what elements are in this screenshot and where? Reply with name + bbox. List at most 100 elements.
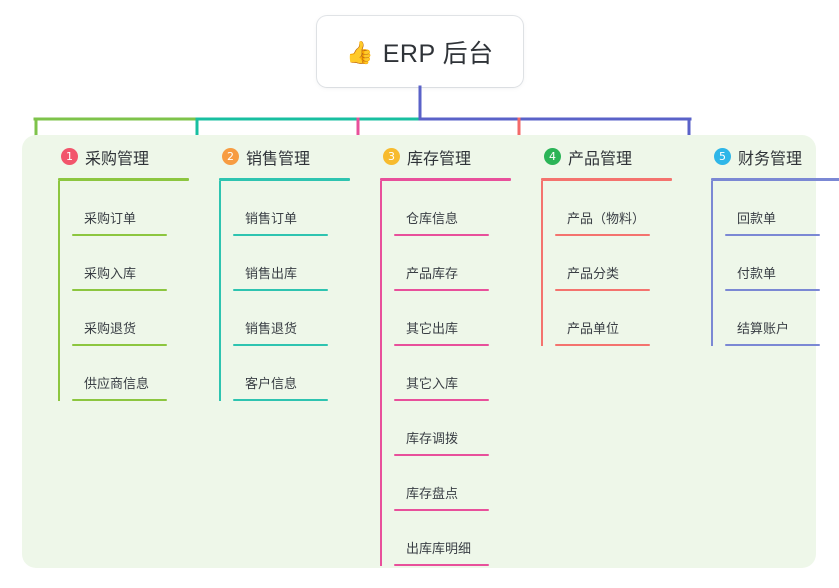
branch-item-rule xyxy=(555,344,650,346)
branch-item-rule xyxy=(233,399,328,401)
branch-item-label: 采购订单 xyxy=(84,211,137,226)
item-connector-stem xyxy=(380,511,382,566)
item-connector-stem xyxy=(711,181,713,236)
branch-item-rule xyxy=(233,234,328,236)
branch-item[interactable]: 产品（物料） xyxy=(527,181,687,236)
branch-item-rule xyxy=(72,289,167,291)
branch-item-rule xyxy=(725,234,820,236)
branch-item-label: 出库库明细 xyxy=(406,541,472,556)
branch-column-2: 2 销售管理销售订单销售出库销售退货客户信息 xyxy=(205,135,365,401)
branch-title: 库存管理 xyxy=(407,150,472,168)
branch-item-label: 回款单 xyxy=(737,211,777,226)
branch-header-rule xyxy=(219,178,350,181)
branch-item[interactable]: 库存盘点 xyxy=(366,456,526,511)
branch-item-label: 销售出库 xyxy=(245,266,298,281)
branch-item[interactable]: 出库库明细 xyxy=(366,511,526,566)
branch-item-rule xyxy=(233,344,328,346)
branch-item[interactable]: 付款单 xyxy=(697,236,839,291)
branch-item-label: 采购退货 xyxy=(84,321,137,336)
branch-column-5: 5 财务管理回款单付款单结算账户 xyxy=(697,135,839,346)
branch-item-label: 库存盘点 xyxy=(406,486,459,501)
branch-item-list: 采购订单采购入库采购退货供应商信息 xyxy=(44,181,204,401)
item-connector-stem xyxy=(219,236,221,291)
branch-item-rule xyxy=(394,234,489,236)
item-connector-stem xyxy=(380,181,382,236)
branch-number-badge: 5 xyxy=(714,148,731,165)
branch-item-rule xyxy=(72,234,167,236)
item-connector-stem xyxy=(219,181,221,236)
branch-item-rule xyxy=(725,344,820,346)
root-node-card[interactable]: 👍 ERP 后台 xyxy=(317,16,523,87)
item-connector-stem xyxy=(711,291,713,346)
branch-number-badge: 2 xyxy=(222,148,239,165)
branch-item-label: 库存调拨 xyxy=(406,431,459,446)
item-connector-stem xyxy=(58,181,60,236)
branch-item[interactable]: 采购入库 xyxy=(44,236,204,291)
branch-item-label: 付款单 xyxy=(737,266,777,281)
branch-item-rule xyxy=(72,399,167,401)
branch-title: 销售管理 xyxy=(246,150,311,168)
branch-item[interactable]: 销售出库 xyxy=(205,236,365,291)
item-connector-stem xyxy=(380,346,382,401)
branch-header-rule xyxy=(711,178,839,181)
thumbs-up-icon: 👍 xyxy=(346,39,374,65)
branch-item-list: 回款单付款单结算账户 xyxy=(697,181,839,346)
branch-item[interactable]: 产品单位 xyxy=(527,291,687,346)
item-connector-stem xyxy=(58,291,60,346)
branch-item-label: 产品（物料） xyxy=(567,211,646,226)
branch-item[interactable]: 销售退货 xyxy=(205,291,365,346)
branch-item-rule xyxy=(394,289,489,291)
branch-item-rule xyxy=(725,289,820,291)
branch-header-2[interactable]: 2 销售管理 xyxy=(205,135,365,178)
branch-title: 产品管理 xyxy=(568,150,633,168)
branch-item-rule xyxy=(555,289,650,291)
branch-item-label: 销售订单 xyxy=(245,211,298,226)
branch-item-rule xyxy=(72,344,167,346)
branch-item-label: 销售退货 xyxy=(245,321,298,336)
branch-item[interactable]: 回款单 xyxy=(697,181,839,236)
branch-item[interactable]: 结算账户 xyxy=(697,291,839,346)
branch-item[interactable]: 其它出库 xyxy=(366,291,526,346)
item-connector-stem xyxy=(219,346,221,401)
item-connector-stem xyxy=(711,236,713,291)
branch-title: 采购管理 xyxy=(85,150,150,168)
branch-item-label: 供应商信息 xyxy=(84,376,150,391)
branch-item[interactable]: 采购退货 xyxy=(44,291,204,346)
branch-item[interactable]: 库存调拨 xyxy=(366,401,526,456)
branch-item-label: 产品单位 xyxy=(567,321,620,336)
branch-header-rule xyxy=(380,178,511,181)
branch-header-rule xyxy=(541,178,672,181)
branch-item[interactable]: 供应商信息 xyxy=(44,346,204,401)
branch-item-label: 其它入库 xyxy=(406,376,459,391)
branch-item-rule xyxy=(555,234,650,236)
item-connector-stem xyxy=(380,401,382,456)
branch-item-label: 产品库存 xyxy=(406,266,459,281)
branch-item-list: 销售订单销售出库销售退货客户信息 xyxy=(205,181,365,401)
branch-item-rule xyxy=(394,344,489,346)
branch-item-rule xyxy=(394,454,489,456)
branch-item-list: 仓库信息产品库存其它出库其它入库库存调拨库存盘点出库库明细 xyxy=(366,181,526,566)
item-connector-stem xyxy=(380,456,382,511)
branch-item-label: 客户信息 xyxy=(245,376,298,391)
branch-header-5[interactable]: 5 财务管理 xyxy=(697,135,839,178)
branch-item[interactable]: 其它入库 xyxy=(366,346,526,401)
branch-header-rule xyxy=(58,178,189,181)
branch-item[interactable]: 客户信息 xyxy=(205,346,365,401)
branch-item[interactable]: 销售订单 xyxy=(205,181,365,236)
item-connector-stem xyxy=(541,236,543,291)
branch-item-label: 其它出库 xyxy=(406,321,459,336)
branch-title: 财务管理 xyxy=(738,150,803,168)
branch-item[interactable]: 产品分类 xyxy=(527,236,687,291)
branch-item[interactable]: 仓库信息 xyxy=(366,181,526,236)
root-node-title: ERP 后台 xyxy=(382,39,494,68)
item-connector-stem xyxy=(541,291,543,346)
branch-item-label: 仓库信息 xyxy=(406,211,459,226)
item-connector-stem xyxy=(380,291,382,346)
branch-item[interactable]: 产品库存 xyxy=(366,236,526,291)
branch-item[interactable]: 采购订单 xyxy=(44,181,204,236)
